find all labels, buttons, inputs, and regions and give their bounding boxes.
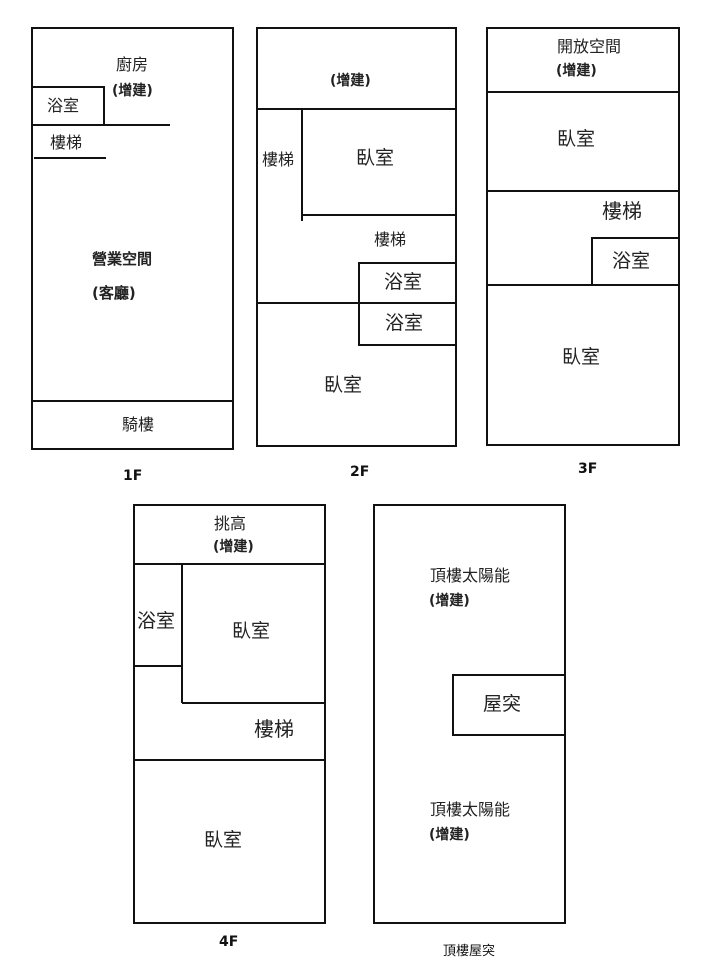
4f-outline <box>133 504 326 924</box>
roof-solar-bottom-label: 頂樓太陽能 <box>430 800 511 819</box>
1f-bath-label: 浴室 <box>47 96 80 115</box>
4f-caption: 4F <box>219 934 239 950</box>
4f-bedroom-bottom-wall <box>182 702 324 704</box>
3f-stairs-label: 樓梯 <box>602 199 642 223</box>
4f-stairs-label: 樓梯 <box>254 717 294 741</box>
1f-stairs-bottom-wall <box>34 157 106 159</box>
4f-bath-label: 浴室 <box>137 610 176 632</box>
3f-bedroom-top-label: 臥室 <box>557 128 596 150</box>
3f-middle-wall <box>487 284 678 286</box>
4f-atrium-wall <box>134 563 324 565</box>
1f-kitchen-label: 廚房 <box>116 55 149 74</box>
2f-extension-wall <box>257 108 455 110</box>
3f-open-space-note: (增建) <box>556 63 597 79</box>
roof-solar-bottom-note: (增建) <box>429 827 470 843</box>
3f-bath-label: 浴室 <box>612 250 651 272</box>
4f-bath-right-wall <box>181 563 183 703</box>
roof-solar-top-note: (增建) <box>429 593 470 609</box>
roof-chimney-label: 屋突 <box>483 693 522 715</box>
1f-bath-right-wall <box>103 86 105 126</box>
1f-arcade-wall <box>32 400 232 402</box>
2f-stairs-left-label: 樓梯 <box>262 150 295 169</box>
1f-kitchen-note: (增建) <box>112 83 153 99</box>
3f-caption: 3F <box>578 461 598 477</box>
2f-bedroom-bottom-label: 臥室 <box>324 374 363 396</box>
2f-bath-left-wall <box>358 262 360 346</box>
3f-open-space-wall <box>487 91 678 93</box>
1f-stairs-label: 樓梯 <box>50 133 83 152</box>
4f-bedroom-bottom-label: 臥室 <box>204 829 243 851</box>
1f-bath-bottom-wall <box>32 124 170 126</box>
2f-bath2-bottom-wall <box>358 344 455 346</box>
3f-bedroom-bottom-label: 臥室 <box>562 346 601 368</box>
4f-atrium-note: (增建) <box>213 539 254 555</box>
4f-middle-wall <box>134 759 324 761</box>
1f-caption: 1F <box>123 468 143 484</box>
2f-bath1-label: 浴室 <box>384 271 423 293</box>
2f-stairs-mid-label: 樓梯 <box>374 230 407 249</box>
3f-bath-top-wall <box>591 237 678 239</box>
2f-middle-wall <box>257 302 455 304</box>
3f-bedroom-bottom-wall <box>487 190 678 192</box>
1f-arcade-label: 騎樓 <box>122 415 155 434</box>
4f-bath-bottom-wall <box>134 665 182 667</box>
roof-outline <box>373 504 566 924</box>
3f-outline <box>486 27 680 446</box>
1f-outline <box>31 27 234 450</box>
2f-bedroom-top-label: 臥室 <box>356 147 395 169</box>
3f-bath-left-wall <box>591 237 593 286</box>
roof-chimney-box <box>452 674 565 736</box>
2f-outline <box>256 27 457 447</box>
2f-bath2-label: 浴室 <box>385 312 424 334</box>
2f-bedroom-bottom-wall <box>302 214 455 216</box>
2f-stairs-left-wall <box>301 108 303 221</box>
2f-extension-label: (增建) <box>330 73 371 89</box>
4f-atrium-label: 挑高 <box>214 514 247 533</box>
2f-caption: 2F <box>350 464 370 480</box>
1f-business-label: 營業空間 <box>92 250 153 268</box>
1f-business-note: (客廳) <box>92 284 136 302</box>
4f-bedroom-top-label: 臥室 <box>232 620 271 642</box>
roof-caption: 頂樓屋突 <box>443 944 496 959</box>
3f-open-space-label: 開放空間 <box>557 37 622 56</box>
1f-bath-top-wall <box>32 86 105 88</box>
roof-solar-top-label: 頂樓太陽能 <box>430 566 511 585</box>
2f-bath1-top-wall <box>358 262 455 264</box>
